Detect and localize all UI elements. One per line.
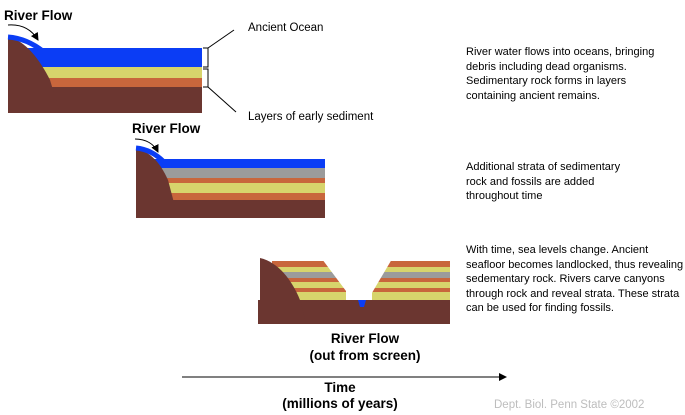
panel1-sediment-yellow bbox=[20, 67, 202, 78]
panel2-cross-section bbox=[134, 138, 325, 218]
panel2-river-flow-label: River Flow bbox=[132, 121, 201, 136]
panel3-river-flow-label: River Flow bbox=[330, 331, 400, 346]
panel3-left-stratum-yellow-1 bbox=[272, 267, 346, 272]
panel2-river-water bbox=[135, 145, 166, 164]
panel3-left-stratum-yellow-3 bbox=[272, 292, 346, 300]
credit-text: Dept. Biol. Penn State ©2002 bbox=[494, 399, 645, 411]
panel1-river-flow-label: River Flow bbox=[4, 8, 73, 23]
panel2-stratum-gray bbox=[148, 168, 325, 178]
panel2-stratum-yellow bbox=[148, 183, 325, 193]
time-label: Time bbox=[324, 380, 356, 395]
panel1-sediment-orange bbox=[20, 78, 202, 87]
panel3-left-stratum-orange-2 bbox=[272, 278, 346, 282]
ocean-bracket bbox=[203, 47, 209, 68]
panel3-landmass bbox=[260, 258, 306, 324]
time-sublabel: (millions of years) bbox=[282, 396, 398, 411]
canyon bbox=[322, 259, 392, 303]
panel1-river-water bbox=[7, 34, 46, 54]
panel1-cross-section bbox=[7, 24, 237, 113]
panel2-seafloor bbox=[136, 200, 325, 218]
panel1-caption: River water flows into oceans, bringing … bbox=[466, 46, 655, 102]
panel3-caption: With time, sea levels change. Ancient se… bbox=[466, 244, 684, 315]
panel2-landmass bbox=[136, 148, 178, 218]
panel1-river-arrow bbox=[7, 24, 39, 41]
panel3-right-stratum-gray bbox=[372, 272, 450, 278]
panel3-left-stratum-gray bbox=[272, 272, 346, 278]
panel3-right-stratum-orange-2 bbox=[372, 278, 450, 282]
panel3-right-stratum-yellow-1 bbox=[372, 267, 450, 272]
panel2-stratum-orange-2 bbox=[148, 193, 325, 200]
sediment-bracket bbox=[203, 68, 209, 88]
panel3-cross-section bbox=[258, 258, 450, 324]
ocean-leader-line bbox=[207, 29, 235, 49]
panel3-left-stratum-yellow-2 bbox=[272, 282, 346, 288]
ancient-ocean-label: Ancient Ocean bbox=[248, 22, 324, 34]
sediment-layers-label: Layers of early sediment bbox=[248, 111, 374, 123]
panel3-right-stratum-yellow-3 bbox=[372, 292, 450, 300]
panel3-right-stratum-yellow-2 bbox=[372, 282, 450, 288]
panel3-right-stratum-orange-3 bbox=[372, 288, 450, 292]
panel2-stratum-orange-1 bbox=[148, 178, 325, 183]
panel2-caption: Additional strata of sedimentary rock an… bbox=[466, 161, 621, 203]
panel3-left-stratum-orange-3 bbox=[272, 288, 346, 292]
panel1-ocean-water bbox=[20, 48, 202, 67]
panel2-river-arrow bbox=[134, 138, 159, 153]
canyon-river bbox=[358, 300, 366, 307]
panel1-landmass bbox=[8, 37, 60, 113]
panel3-river-sublabel: (out from screen) bbox=[309, 348, 421, 363]
sediment-leader-line bbox=[207, 86, 237, 113]
panel3-left-stratum-orange-1 bbox=[272, 261, 346, 267]
panel2-ocean-water bbox=[148, 159, 325, 168]
panel3-right-stratum-orange-1 bbox=[372, 261, 450, 267]
